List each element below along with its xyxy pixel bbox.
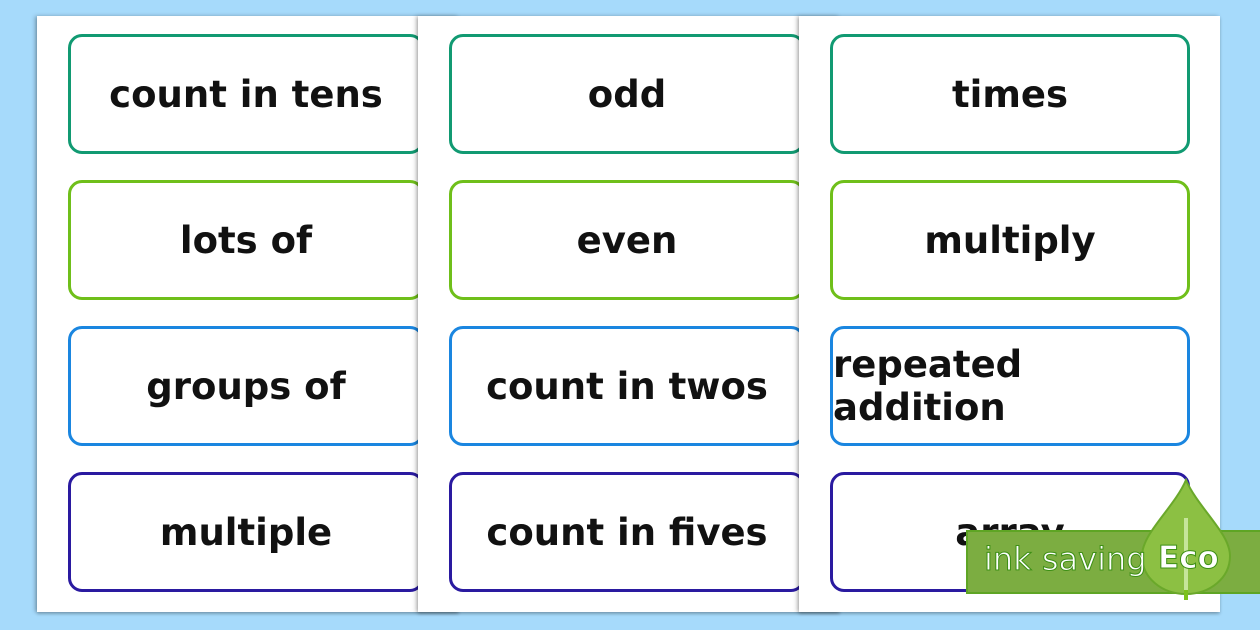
- word-card: multiple: [68, 472, 424, 592]
- word-card: repeated addition: [830, 326, 1190, 446]
- leaf-drop-icon: [1140, 478, 1232, 600]
- word-card: count in tens: [68, 34, 424, 154]
- ink-saving-label: ink saving: [984, 540, 1148, 579]
- word-card: count in fives: [449, 472, 805, 592]
- word-card: lots of: [68, 180, 424, 300]
- word-card: times: [830, 34, 1190, 154]
- word-card: groups of: [68, 326, 424, 446]
- eco-label: Eco: [1158, 540, 1220, 577]
- word-card-page-2: odd even count in twos count in fives: [418, 16, 840, 612]
- word-card-page-1: count in tens lots of groups of multiple: [37, 16, 459, 612]
- word-card: count in twos: [449, 326, 805, 446]
- word-card: multiply: [830, 180, 1190, 300]
- word-card: odd: [449, 34, 805, 154]
- word-card: even: [449, 180, 805, 300]
